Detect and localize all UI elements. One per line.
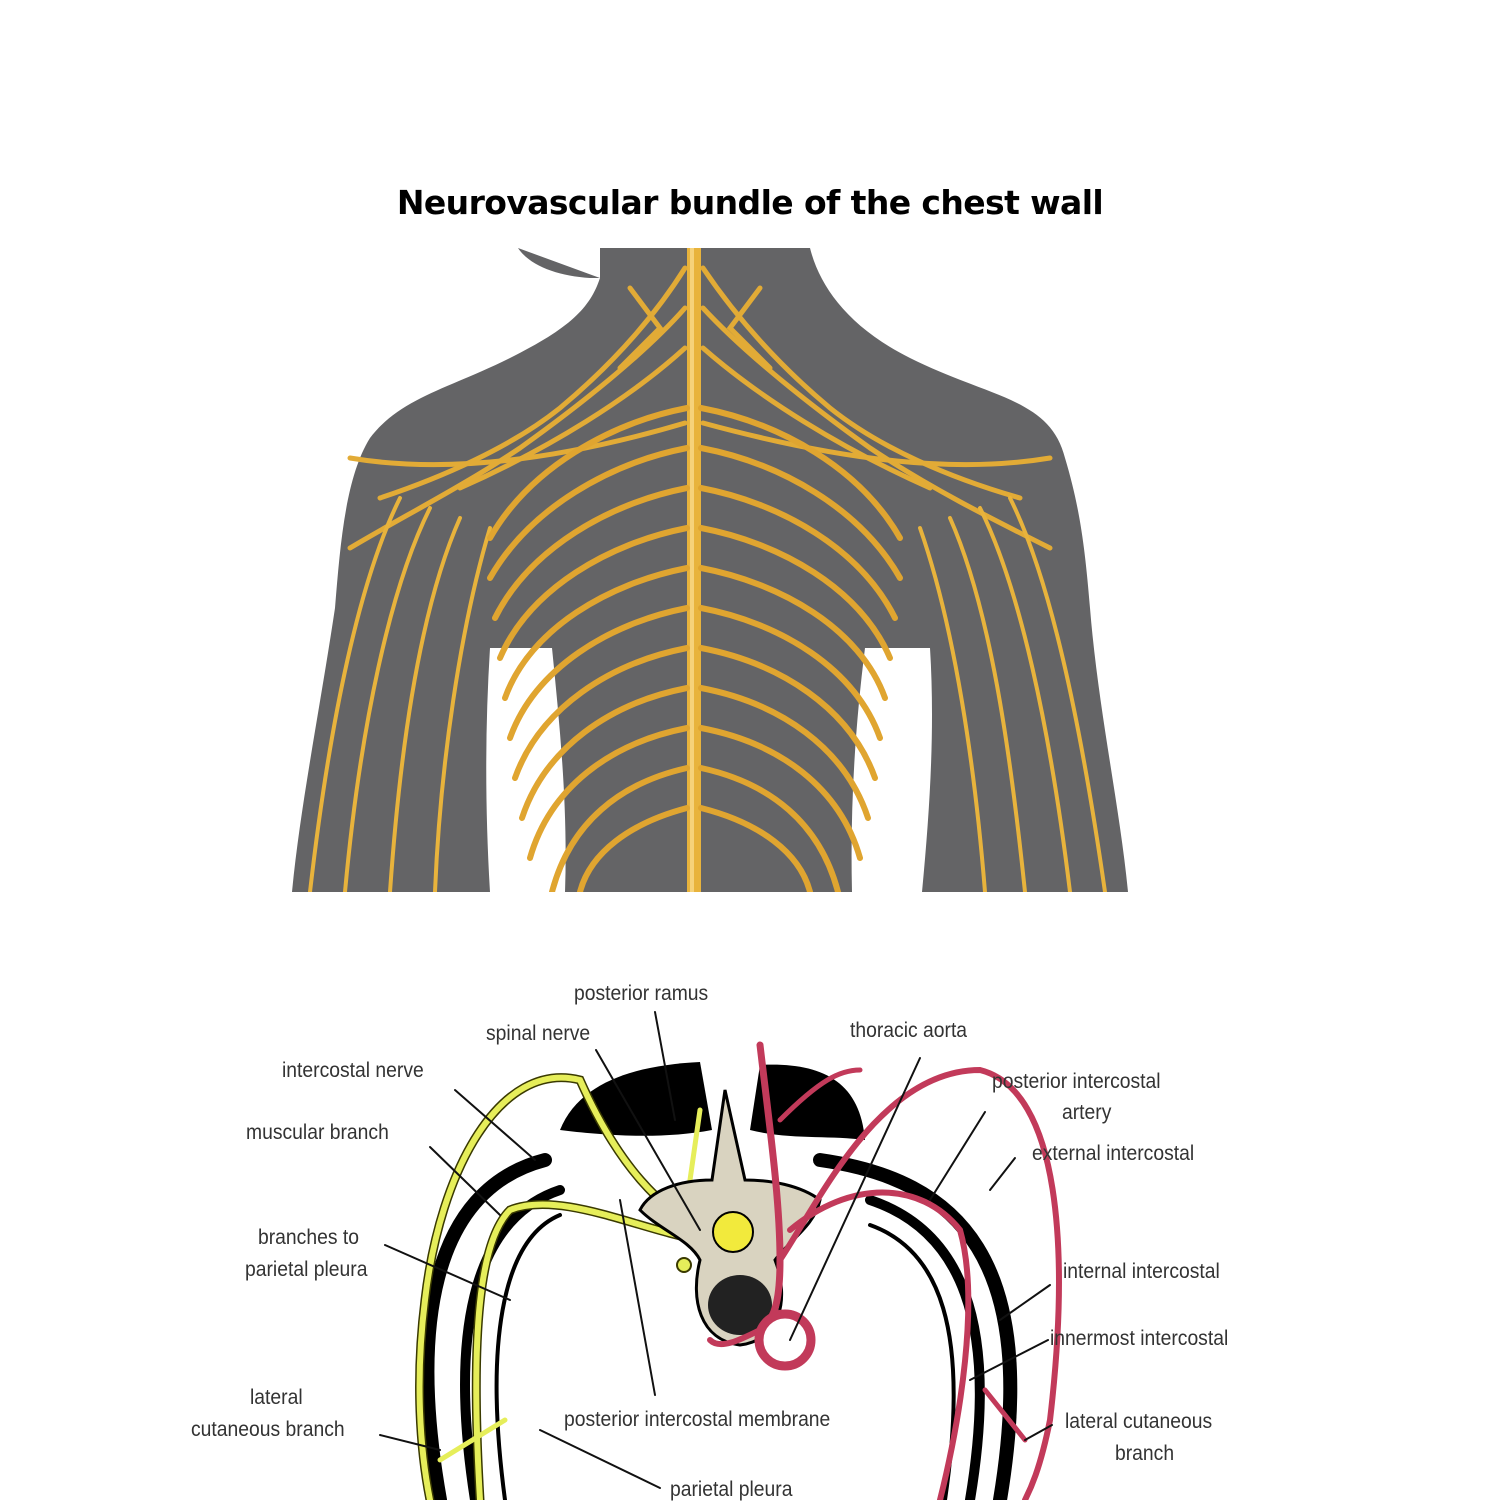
label-muscular-branch: muscular branch: [246, 1121, 389, 1144]
label-posterior-intercostal-membrane: posterior intercostal membrane: [564, 1408, 831, 1431]
label-branch-right-2: branch: [1115, 1442, 1175, 1465]
label-parietal-pleura-branches-2: parietal pleura: [245, 1258, 368, 1281]
thoracic-aorta: [754, 1309, 816, 1371]
label-intercostal-nerve: intercostal nerve: [282, 1059, 424, 1082]
page-title: Neurovascular bundle of the chest wall: [396, 183, 1104, 222]
label-spinal-nerve: spinal nerve: [486, 1022, 591, 1045]
cross-section-illustration: [379, 1011, 1062, 1500]
intercostal-nerve-path: [415, 1073, 710, 1500]
label-cutaneous-branch-left-2: cutaneous branch: [191, 1418, 345, 1441]
label-internal-intercostal: internal intercostal: [1063, 1260, 1220, 1283]
label-lateral-1: lateral: [250, 1386, 303, 1409]
label-lateral-cutaneous-right-1: lateral cutaneous: [1065, 1410, 1213, 1433]
label-thoracic-aorta: thoracic aorta: [850, 1019, 968, 1042]
back-muscle-left: [560, 1062, 712, 1136]
label-external-intercostal: external intercostal: [1032, 1142, 1195, 1165]
artery-path: [707, 1041, 1062, 1500]
spinal-cord: [712, 1211, 754, 1253]
nerves: [308, 248, 1107, 892]
label-posterior-intercostal: posterior intercostal: [992, 1070, 1161, 1093]
label-branches-to-1: branches to: [258, 1226, 359, 1249]
label-posterior-ramus: posterior ramus: [574, 982, 709, 1005]
label-artery: artery: [1062, 1101, 1112, 1124]
label-parietal-pleura: parietal pleura: [670, 1478, 793, 1501]
label-innermost-intercostal: innermost intercostal: [1050, 1327, 1229, 1350]
torso-nerve-illustration: [292, 248, 1128, 892]
